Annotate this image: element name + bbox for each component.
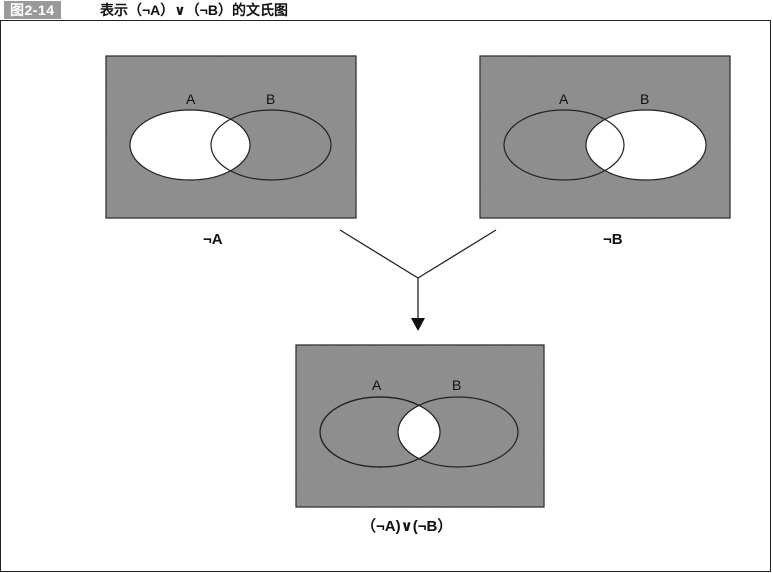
set-a-ellipse (503, 109, 625, 181)
title-bar: 图2-14 表示（¬A）∨（¬B）的文氏图 (0, 0, 773, 20)
set-b-ellipse (585, 109, 707, 181)
set-b-ellipse (210, 109, 332, 181)
intersection-region (397, 397, 440, 467)
set-a-ellipse (129, 109, 251, 181)
figure-title: 表示（¬A）∨（¬B）的文氏图 (100, 2, 288, 18)
caption-result: （¬A)∨(¬B） (361, 517, 452, 535)
caption-not-a: ¬A (203, 231, 223, 248)
panel-result: A B （¬A)∨(¬B） (295, 344, 545, 535)
label-a: A (559, 91, 569, 107)
panel-not-b: A B ¬B (479, 55, 731, 248)
label-a: A (372, 377, 382, 393)
figure-number: 图2-14 (4, 1, 61, 19)
label-a: A (186, 91, 196, 107)
figure-frame (0, 20, 771, 572)
panel-not-a: A B ¬A (105, 55, 357, 248)
caption-not-b: ¬B (603, 231, 623, 248)
label-b: B (266, 91, 275, 107)
arrow-head-icon (411, 318, 425, 331)
merge-arrow (339, 229, 497, 331)
label-b: B (452, 377, 461, 393)
label-b: B (640, 91, 649, 107)
